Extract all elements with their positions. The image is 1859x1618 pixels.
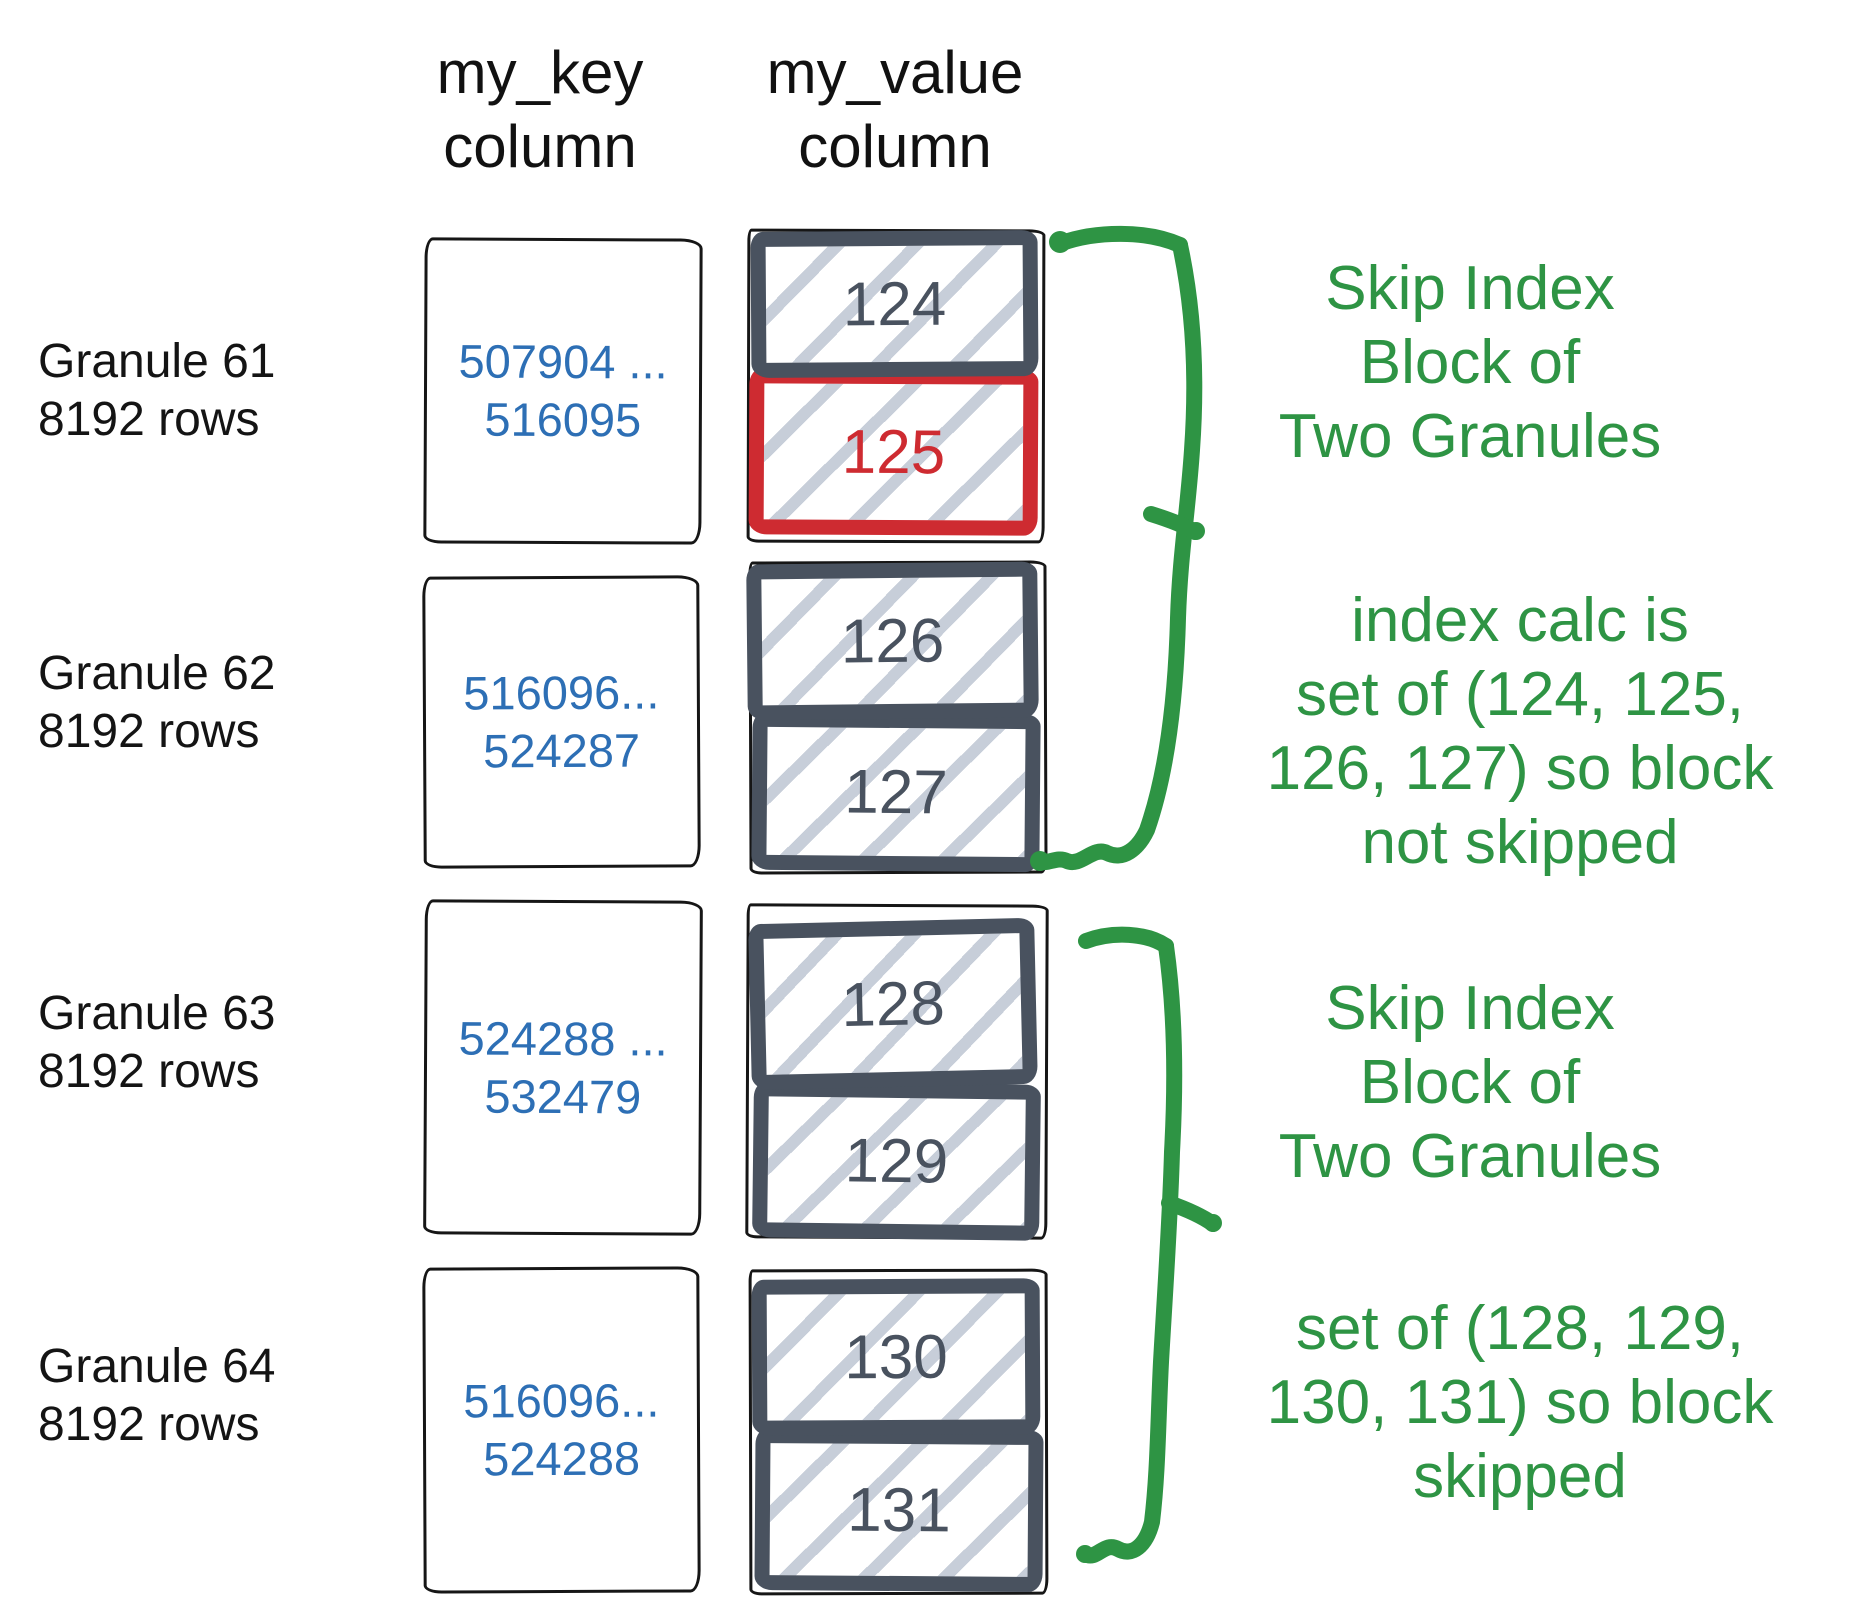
value-box-127: 127 — [751, 711, 1041, 873]
granule-62-key-box: 516096... 524287 — [422, 575, 701, 869]
value-box-126: 126 — [746, 561, 1039, 721]
granule-61-label: Granule 61 8192 rows — [38, 335, 276, 446]
column-header-my-value: my_value column — [766, 39, 1024, 180]
value-label-129: 129 — [844, 1125, 949, 1197]
annotation-index-calc-not-skipped: index calc is set of (124, 125, 126, 127… — [1266, 586, 1774, 877]
value-box-131: 131 — [754, 1427, 1044, 1593]
column-header-my-key: my_key column — [436, 39, 644, 180]
granule-61-key-box: 507904 ... 516095 — [423, 237, 703, 545]
granule-63-label: Granule 63 8192 rows — [38, 987, 276, 1098]
granule-64-key-box: 516096... 524288 — [422, 1266, 701, 1594]
value-label-131: 131 — [847, 1475, 951, 1545]
annotation-skip-index-block-2: Skip Index Block of Two Granules — [1278, 974, 1662, 1191]
value-box-124: 124 — [750, 229, 1039, 379]
granule-63-key-range: 524288 ... 532479 — [458, 1010, 668, 1123]
granule-63-key-box: 524288 ... 532479 — [423, 899, 703, 1236]
curly-brace-top-icon — [1030, 225, 1205, 871]
granule-62-key-range: 516096... 524287 — [463, 665, 660, 778]
value-label-128: 128 — [840, 968, 946, 1040]
granule-64-label: Granule 64 8192 rows — [38, 1340, 276, 1451]
granule-61-key-range: 507904 ... 516095 — [458, 334, 668, 447]
value-label-124: 124 — [842, 269, 947, 339]
value-label-130: 130 — [844, 1322, 948, 1392]
value-label-127: 127 — [843, 757, 949, 827]
value-box-129: 129 — [752, 1081, 1041, 1241]
value-box-125-highlighted: 125 — [748, 368, 1039, 536]
granule-62-label: Granule 62 8192 rows — [38, 647, 276, 758]
value-box-128: 128 — [748, 917, 1038, 1091]
annotation-skip-index-block-1: Skip Index Block of Two Granules — [1278, 254, 1662, 471]
value-label-126: 126 — [840, 605, 945, 677]
value-label-125: 125 — [841, 417, 946, 487]
value-box-130: 130 — [751, 1278, 1041, 1436]
granule-64-key-range: 516096... 524288 — [463, 1373, 660, 1486]
annotation-set-skipped: set of (128, 129, 130, 131) so block ski… — [1266, 1294, 1774, 1511]
